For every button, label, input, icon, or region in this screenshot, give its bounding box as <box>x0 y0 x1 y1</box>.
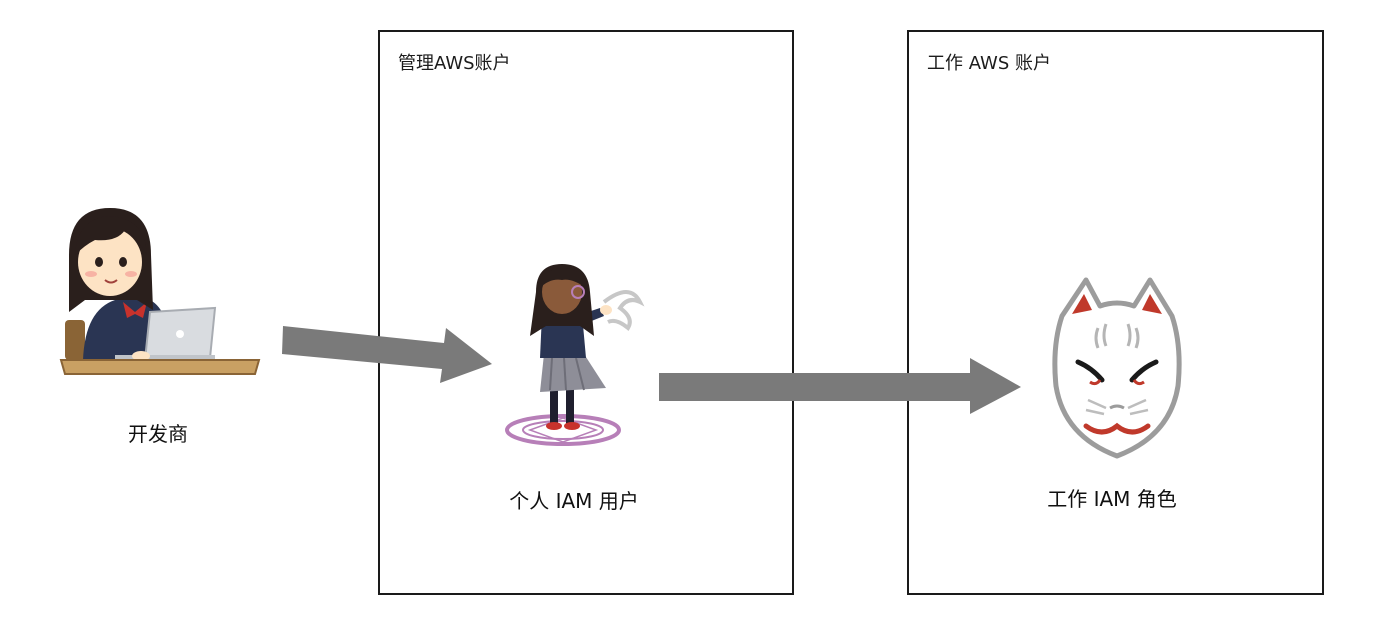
work-account-title: 工作 AWS 账户 <box>927 53 1051 74</box>
fox-mask-illustration <box>1052 277 1182 459</box>
iam-role-label: 工作 IAM 角色 <box>1047 487 1177 511</box>
developer-illustration <box>59 208 261 375</box>
developer-label: 开发商 <box>128 422 188 446</box>
iam-user-illustration <box>505 264 645 446</box>
management-account-title: 管理AWS账户 <box>398 53 511 74</box>
iam-user-label: 个人 IAM 用户 <box>509 489 639 513</box>
